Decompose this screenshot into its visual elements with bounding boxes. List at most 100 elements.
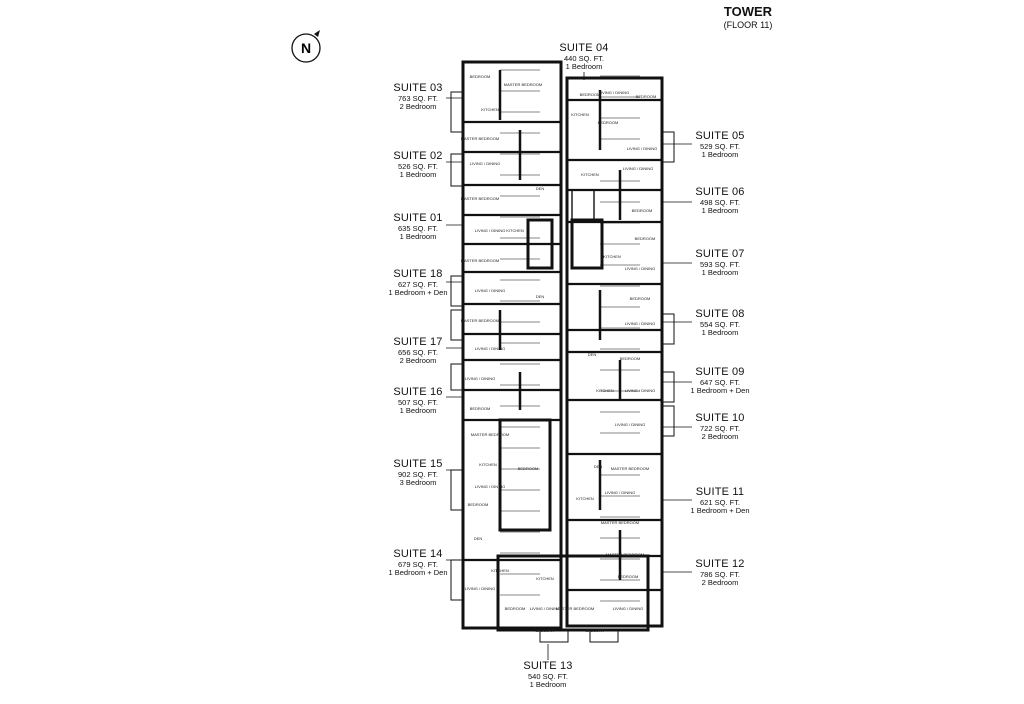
- room-label: LIVING / DINING: [530, 606, 560, 611]
- suite-name: SUITE 14: [393, 548, 443, 560]
- room-label: LIVING / DINING: [470, 161, 500, 166]
- room-label: KITCHEN: [481, 107, 499, 112]
- room-label: LIVING / DINING: [465, 586, 495, 591]
- suite-name: SUITE 08: [695, 308, 745, 320]
- room-label: DEN: [588, 352, 597, 357]
- room-label: LIVING / DINING: [475, 288, 505, 293]
- room-label: KITCHEN: [576, 496, 594, 501]
- room-label: MASTER BEDROOM: [504, 82, 542, 87]
- room-label: BEDROOM: [598, 120, 619, 125]
- suite-type: 1 Bedroom + Den: [388, 288, 448, 298]
- suite-area: 647 SQ. FT.: [699, 377, 741, 387]
- suite-type: 1 Bedroom + Den: [690, 506, 750, 516]
- room-label: DEN: [536, 186, 545, 191]
- room-label: MASTER BEDROOM: [611, 466, 649, 471]
- room-label: MASTER BEDROOM: [601, 520, 639, 525]
- balcony-outline: [450, 469, 464, 511]
- suite-04-label: SUITE 04 440 SQ. FT. 1 Bedroom: [554, 42, 614, 72]
- room-label: MASTER BEDROOM: [556, 606, 594, 611]
- room-label: BALCONY: [585, 628, 604, 633]
- stair-core: [498, 418, 552, 532]
- suite-area: 763 SQ. FT.: [397, 93, 439, 103]
- balcony-outline: [450, 559, 464, 601]
- balcony-outline: [589, 629, 619, 643]
- suite-area: 902 SQ. FT.: [397, 469, 439, 479]
- suite-14-label: SUITE 14 679 SQ. FT. 1 Bedroom + Den: [384, 548, 452, 578]
- suite-type: 2 Bedroom: [701, 578, 739, 588]
- room-label: BEDROOM: [468, 502, 489, 507]
- suite-type: 2 Bedroom: [701, 432, 739, 442]
- room-label: LIVING / DINING: [475, 228, 505, 233]
- room-label: BEDROOM: [470, 406, 491, 411]
- suite-name: SUITE 17: [393, 336, 443, 348]
- suite-area: 656 SQ. FT.: [397, 347, 439, 357]
- room-label: DEN: [536, 294, 545, 299]
- suite-02-label: SUITE 02 526 SQ. FT. 1 Bedroom: [388, 150, 448, 180]
- suite-area: 440 SQ. FT.: [563, 53, 605, 63]
- suite-type: 1 Bedroom: [399, 406, 437, 416]
- room-label: MASTER BEDROOM: [461, 136, 499, 141]
- balcony-outline: [450, 363, 464, 391]
- room-label: KITCHEN: [491, 568, 509, 573]
- suite-area: 722 SQ. FT.: [699, 423, 741, 433]
- room-label: BEDROOM: [518, 466, 539, 471]
- suite-name: SUITE 02: [393, 150, 443, 162]
- room-label: BEDROOM: [632, 208, 653, 213]
- suite-01-label: SUITE 01 635 SQ. FT. 1 Bedroom: [388, 212, 448, 242]
- room-label: MASTER BEDROOM: [461, 318, 499, 323]
- suite-06-label: SUITE 06 498 SQ. FT. 1 Bedroom: [690, 186, 750, 216]
- suite-type: 1 Bedroom: [529, 680, 567, 690]
- suite-15-label: SUITE 15 902 SQ. FT. 3 Bedroom: [388, 458, 448, 488]
- suite-11-label: SUITE 11 621 SQ. FT. 1 Bedroom + Den: [686, 486, 754, 516]
- suite-type: 1 Bedroom: [701, 150, 739, 160]
- room-label: BEDROOM: [470, 74, 491, 79]
- suite-name: SUITE 15: [393, 458, 443, 470]
- room-label: LIVING / DINING: [625, 321, 655, 326]
- room-label: LIVING / DINING: [475, 484, 505, 489]
- suite-type: 1 Bedroom: [701, 328, 739, 338]
- suite-area: 593 SQ. FT.: [699, 259, 741, 269]
- suite-type: 1 Bedroom + Den: [690, 386, 750, 396]
- room-label: KITCHEN: [536, 576, 554, 581]
- room-label: LIVING / DINING: [623, 166, 653, 171]
- suite-name: SUITE 13: [523, 660, 573, 672]
- suite-13-label: SUITE 13 540 SQ. FT. 1 Bedroom: [518, 660, 578, 690]
- room-label: BEDROOM: [505, 606, 526, 611]
- room-label: MASTER BEDROOM: [461, 196, 499, 201]
- elevator-core: [570, 218, 604, 270]
- suite-name: SUITE 04: [559, 42, 609, 54]
- plan-header: TOWER (FLOOR 11): [716, 4, 780, 30]
- north-compass-icon: N: [284, 24, 332, 72]
- room-label: BALCONY: [535, 628, 554, 633]
- suite-name: SUITE 10: [695, 412, 745, 424]
- room-label: KITCHEN: [596, 388, 614, 393]
- suite-10-label: SUITE 10 722 SQ. FT. 2 Bedroom: [690, 412, 750, 442]
- suite-03-label: SUITE 03 763 SQ. FT. 2 Bedroom: [388, 82, 448, 112]
- stair-core: [571, 189, 595, 221]
- suite-name: SUITE 09: [695, 366, 745, 378]
- suite-name: SUITE 18: [393, 268, 443, 280]
- room-label: DEN: [594, 464, 603, 469]
- balcony-outline: [450, 153, 464, 187]
- room-label: BEDROOM: [620, 356, 641, 361]
- suite-name: SUITE 05: [695, 130, 745, 142]
- room-label: BEDROOM: [630, 296, 651, 301]
- balcony-outline: [450, 309, 464, 341]
- suite-05-label: SUITE 05 529 SQ. FT. 1 Bedroom: [690, 130, 750, 160]
- suite-name: SUITE 01: [393, 212, 443, 224]
- balcony-outline: [661, 371, 675, 403]
- suite-17-label: SUITE 17 656 SQ. FT. 2 Bedroom: [388, 336, 448, 366]
- balcony-outline: [661, 405, 675, 437]
- room-label: KITCHEN: [603, 254, 621, 259]
- room-label: LIVING / DINING: [627, 146, 657, 151]
- room-label: MASTER BEDROOM: [461, 258, 499, 263]
- suite-type: 1 Bedroom: [565, 62, 603, 72]
- room-label: LIVING / DINING: [599, 90, 629, 95]
- room-label: MASTER BEDROOM: [471, 432, 509, 437]
- room-label: KITCHEN: [479, 462, 497, 467]
- suite-type: 2 Bedroom: [399, 102, 437, 112]
- suite-type: 1 Bedroom: [701, 268, 739, 278]
- elevator-core: [526, 218, 554, 270]
- suite-area: 526 SQ. FT.: [397, 161, 439, 171]
